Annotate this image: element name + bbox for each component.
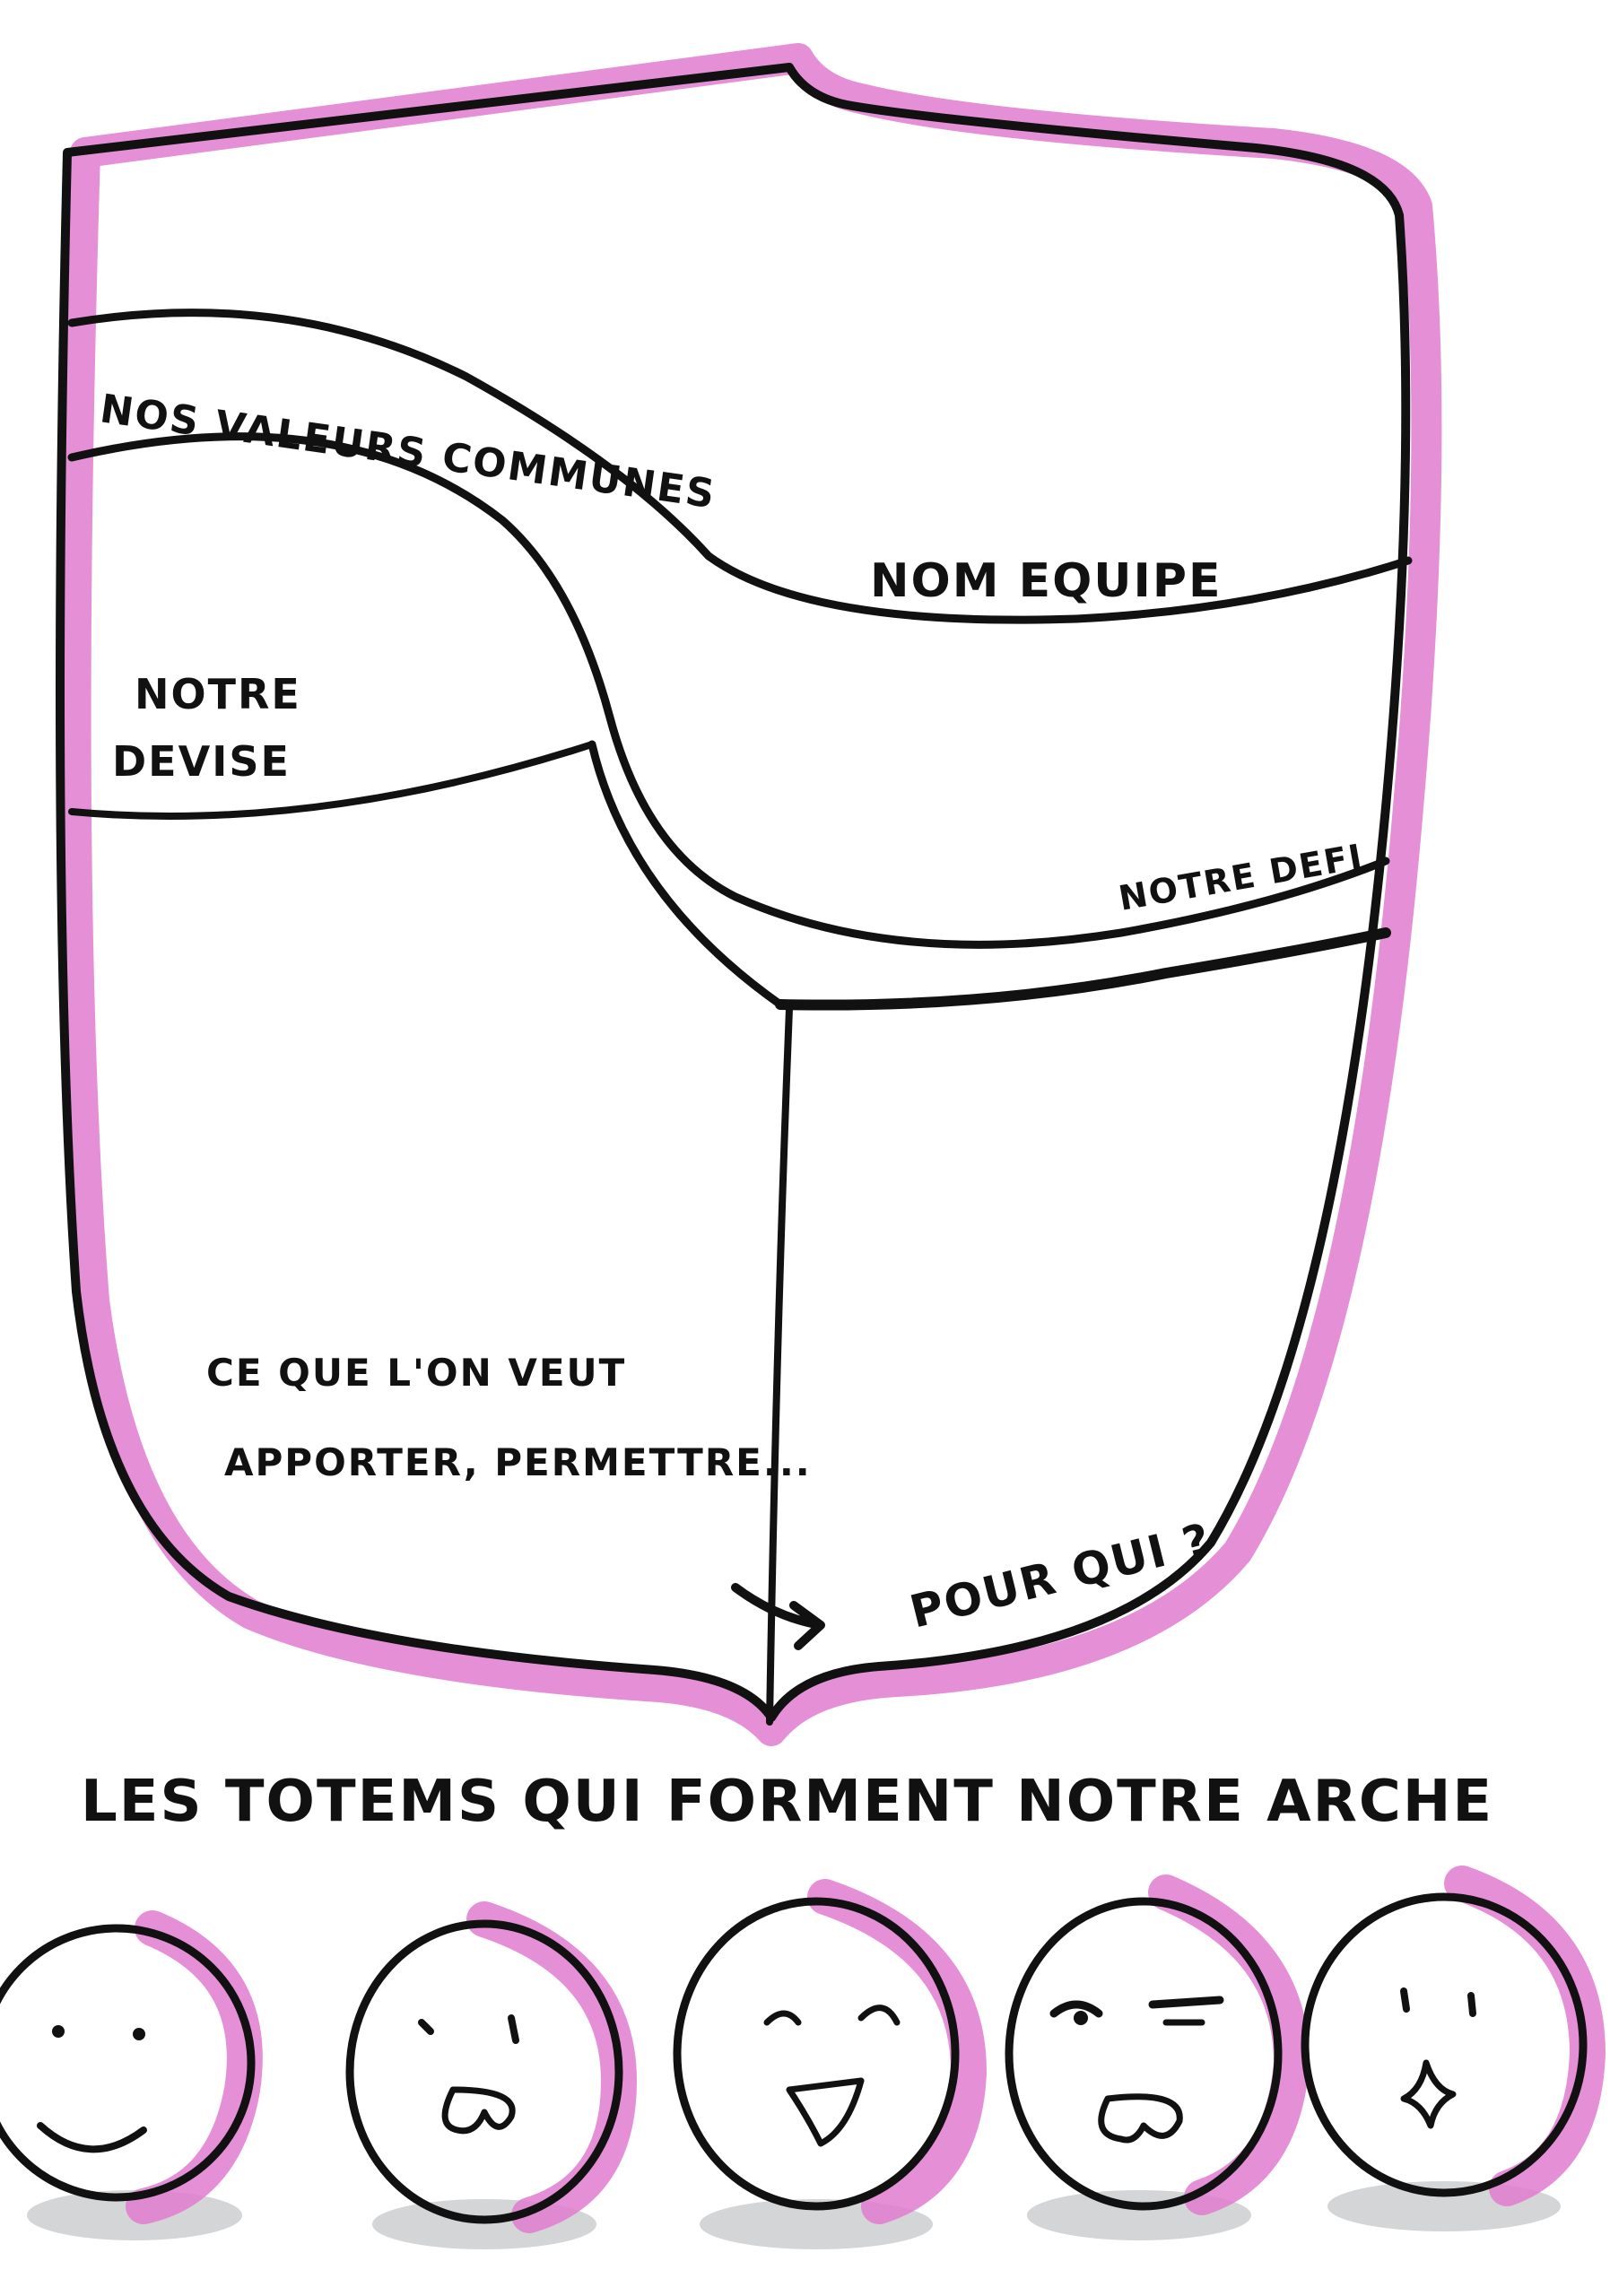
challenge-divider [775,927,1391,1011]
shield-outline [56,63,1411,1722]
arrow-icon[interactable] [731,1583,825,1650]
totem-skeptical-pupil [1074,2011,1088,2025]
bottom-left-curve [587,740,785,1009]
motto-label-line1: NOTRE [135,670,301,718]
contribution-label-line1: CE QUE L'ON VEUT [206,1351,626,1395]
totem-skeptical-brow [1148,1996,1224,2009]
totem-happy-face [673,1897,960,2211]
shield-highlight-stroke [60,43,1442,1746]
totem-amazed-eye-right [1467,1992,1476,2017]
values-band-top [67,309,1413,624]
shield-outline-stroke [56,63,1411,1722]
totem-smiling[interactable] [0,1910,263,2240]
totem-skeptical-mouth [1098,2093,1183,2144]
totems-title: LES TOTEMS QUI FORMENT NOTRE ARCHE [81,1769,1493,1835]
values-band-bottom [67,432,1390,949]
totem-skeptical-eye-left [1049,2000,1103,2018]
totem-skeptical[interactable] [1005,1874,1310,2240]
totem-skeptical-face [1005,1897,1283,2211]
totem-smiling-eye-left [52,2025,65,2038]
totem-surprised[interactable] [345,1901,637,2249]
totems-row [0,1866,1606,2249]
totem-surprised-eye-left [418,2019,434,2035]
totem-amazed-mouth [1400,2059,1457,2129]
totem-surprised-mouth [441,2086,516,2135]
motto-label-line2: DEVISE [112,737,291,786]
totem-skeptical-highlight [1148,1874,1310,2215]
totem-happy-eye-left [763,2010,802,2026]
contribution-label-line2: APPORTER, PERMETTRE... [224,1440,812,1484]
totem-happy[interactable] [673,1879,987,2249]
totem-amazed-highlight [1444,1866,1606,2206]
motto-divider [68,741,596,820]
totem-happy-mouth [786,2077,865,2147]
totem-smiling-highlight [126,1910,263,2224]
totem-amazed-eye-left [1400,1987,1410,2013]
totem-smiling-mouth [37,2122,147,2153]
totem-surprised-highlight [466,1901,637,2233]
totem-happy-highlight [807,1879,987,2224]
totem-happy-eye-right [857,2005,901,2026]
shield-divisions [67,309,1413,1726]
center-vertical-divider [766,1005,793,1726]
totem-amazed[interactable] [1301,1866,1606,2231]
shield-highlight [60,43,1442,1746]
totem-surprised-eye-right [508,2014,519,2044]
totem-smiling-eye-right [133,2028,145,2040]
totem-smiling-face [0,1924,256,2202]
values-label: NOS VALEURS COMMUNES [97,386,718,517]
totem-surprised-face [345,1919,623,2224]
team-name-label: NOM EQUIPE [870,554,1223,608]
totem-amazed-face [1301,1892,1588,2197]
